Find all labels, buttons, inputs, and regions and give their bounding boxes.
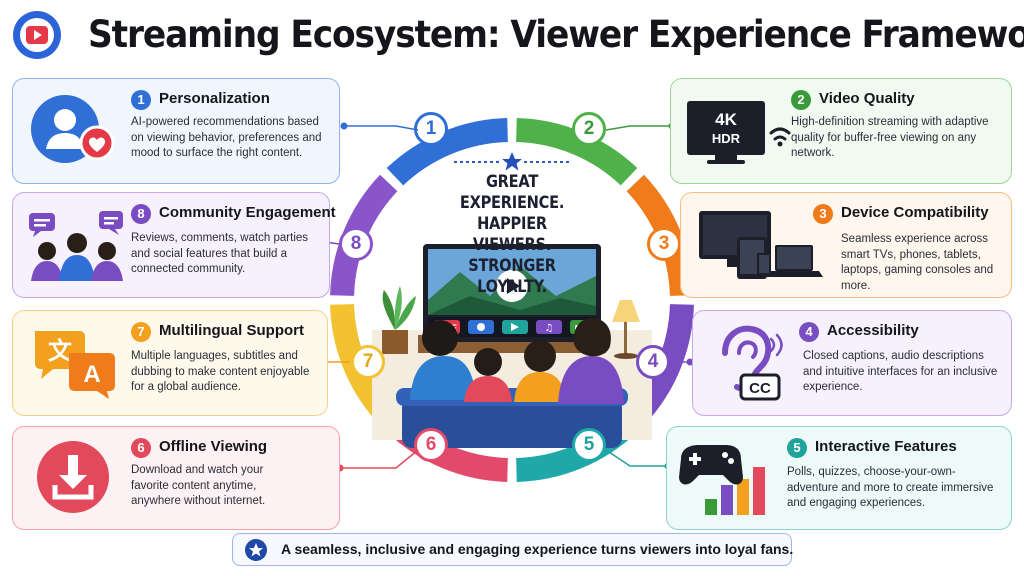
card-interactive-features: 5 Interactive Features Polls, quizzes, c… [666, 426, 1012, 530]
ear-cc-icon: CC [722, 325, 783, 401]
card-description: Reviews, comments, watch parties and soc… [131, 232, 309, 275]
card-community-engagement: 8 Community Engagement Reviews, comments… [12, 192, 336, 298]
card-title: Community Engagement [159, 204, 336, 221]
community-icon [29, 211, 123, 281]
card-title: Device Compatibility [841, 204, 989, 221]
card-title: Offline Viewing [159, 438, 268, 455]
ring-number-7: 7 [351, 345, 385, 379]
card-multilingual-support: 文 A 7 Multilingual Support Multiple lang… [12, 310, 328, 416]
ring-segment-2 [516, 118, 638, 186]
devices-icon [699, 211, 823, 279]
card-description: Closed captions, audio descriptions and … [803, 350, 998, 393]
ring-segment-1 [386, 118, 508, 186]
ring-number-2: 2 [572, 112, 606, 146]
card-accessibility: CC 4 Accessibility Closed captions, audi… [692, 310, 1012, 416]
lamp [612, 300, 640, 359]
ring-number-5: 5 [572, 428, 606, 462]
number-badge-7: 7 [131, 322, 151, 342]
card-description: Download and watch your favorite content… [131, 464, 266, 507]
ring-number-8: 8 [339, 227, 373, 261]
svg-text:HDR: HDR [712, 131, 741, 146]
card-device-compatibility: 3 Device Compatibility Seamless experien… [680, 192, 1012, 298]
svg-text:A: A [83, 361, 100, 388]
number-badge-6: 6 [131, 438, 151, 458]
number-badge-1: 1 [131, 90, 151, 110]
card-video-quality: 4K HDR 2 Video Quality High-definition s… [670, 78, 1012, 184]
number-badge-4: 4 [799, 322, 819, 342]
svg-text:CC: CC [749, 380, 771, 397]
gamepad-chart-icon [679, 445, 765, 515]
svg-text:♫: ♫ [545, 323, 554, 334]
card-title: Multilingual Support [159, 322, 304, 339]
card-description: AI-powered recommendations based on view… [131, 116, 322, 159]
svg-text:4K: 4K [715, 110, 737, 129]
user-heart-icon [31, 95, 115, 163]
center-message: GREAT EXPERIENCE. HAPPIER VIEWERS. STRON… [459, 172, 565, 297]
ring-number-6: 6 [414, 428, 448, 462]
ring-number-3: 3 [647, 227, 681, 261]
card-description: Seamless experience across smart TVs, ph… [841, 233, 994, 292]
banner-text: A seamless, inclusive and engaging exper… [281, 541, 794, 557]
svg-text:文: 文 [48, 337, 73, 365]
card-description: High-definition streaming with adaptive … [791, 116, 989, 159]
plant [382, 286, 416, 354]
card-title: Accessibility [827, 322, 919, 339]
bottom-banner: A seamless, inclusive and engaging exper… [232, 533, 794, 566]
card-title: Interactive Features [815, 438, 957, 455]
card-offline-viewing: 6 Offline Viewing Download and watch you… [12, 426, 340, 530]
play-logo-icon [13, 11, 61, 59]
card-description: Polls, quizzes, choose-your-own-adventur… [787, 466, 994, 509]
number-badge-5: 5 [787, 438, 807, 458]
star-divider [454, 152, 570, 171]
number-badge-2: 2 [791, 90, 811, 110]
download-icon [37, 441, 109, 513]
translate-icon: 文 A [35, 331, 115, 399]
number-badge-8: 8 [131, 204, 151, 224]
tv-4k-hdr-icon: 4K HDR [687, 101, 791, 164]
page-title: Streaming Ecosystem: Viewer Experience F… [88, 13, 1024, 56]
card-title: Video Quality [819, 90, 915, 107]
ring-number-4: 4 [636, 345, 670, 379]
number-badge-3: 3 [813, 204, 833, 224]
card-description: Multiple languages, subtitles and dubbin… [131, 350, 310, 393]
star-icon [245, 539, 267, 561]
viewers-family [410, 318, 624, 404]
card-personalization: 1 Personalization AI-powered recommendat… [12, 78, 340, 184]
card-title: Personalization [159, 90, 270, 107]
